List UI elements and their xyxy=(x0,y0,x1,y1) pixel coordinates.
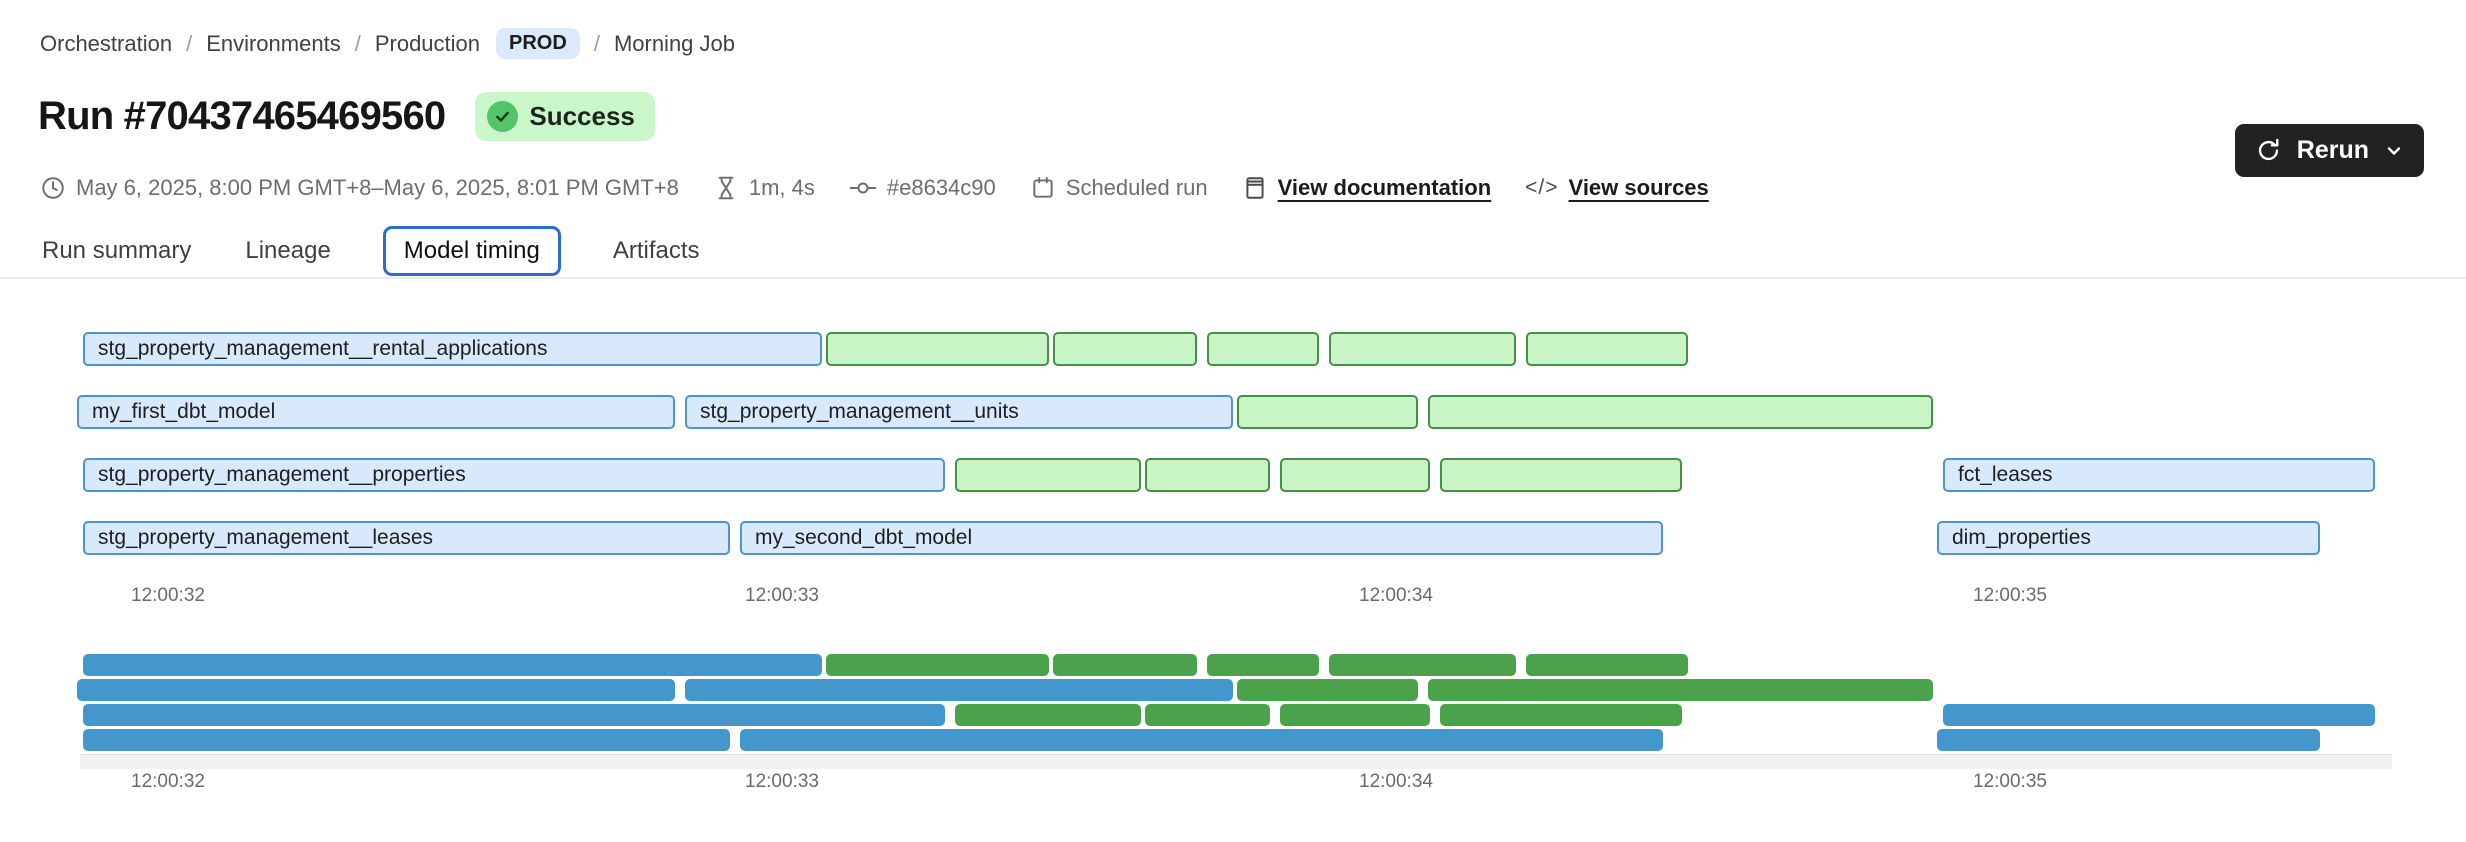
minimap-bar xyxy=(1053,654,1197,676)
chevron-down-icon[interactable] xyxy=(2384,141,2404,161)
minimap-bar xyxy=(685,679,1233,701)
axis-tick-label: 12:00:32 xyxy=(131,585,205,606)
gantt-bar-label: stg_property_management__properties xyxy=(98,463,466,486)
gantt-bar-stg_property_management__properties[interactable]: stg_property_management__properties xyxy=(83,458,945,492)
gantt-bar-dim_properties[interactable]: dim_properties xyxy=(1937,521,2320,555)
page-title: Run #70437465469560 xyxy=(38,94,446,138)
book-icon xyxy=(1242,175,1268,201)
breadcrumb-production[interactable]: Production xyxy=(374,30,481,56)
rerun-button[interactable]: Rerun xyxy=(2234,124,2424,177)
minimap-bar xyxy=(1937,729,2320,751)
breadcrumb-separator: / xyxy=(186,30,193,56)
title-row: Run #70437465469560 Success xyxy=(38,92,655,141)
gantt-bar-label: my_second_dbt_model xyxy=(755,526,973,549)
hourglass-icon xyxy=(713,175,739,201)
gantt-bar[interactable] xyxy=(1207,332,1319,366)
minimap-bar xyxy=(1329,654,1516,676)
refresh-icon xyxy=(2255,137,2282,164)
minimap-bar xyxy=(1526,654,1688,676)
view-sources-link[interactable]: </> View sources xyxy=(1525,175,1709,200)
minimap-bar xyxy=(1440,704,1682,726)
gantt-bar-label: stg_property_management__leases xyxy=(98,526,434,549)
minimap-bar xyxy=(1280,704,1430,726)
gantt-bar-fct_leases[interactable]: fct_leases xyxy=(1943,458,2375,492)
gantt-bar[interactable] xyxy=(1428,395,1933,429)
status-label: Success xyxy=(529,101,635,131)
gantt-bar-label: stg_property_management__rental_applicat… xyxy=(98,337,548,360)
gantt-bar-stg_property_management__rental_applications[interactable]: stg_property_management__rental_applicat… xyxy=(83,332,822,366)
tab-model-timing[interactable]: Model timing xyxy=(382,226,561,276)
breadcrumb: Orchestration / Environments / Productio… xyxy=(40,28,735,59)
minimap-bar xyxy=(1145,704,1270,726)
gantt-bar[interactable] xyxy=(1053,332,1197,366)
minimap-bar xyxy=(1428,679,1933,701)
axis-tick-label: 12:00:35 xyxy=(1973,771,2047,792)
breadcrumb-morning-job[interactable]: Morning Job xyxy=(613,30,736,56)
breadcrumb-separator: / xyxy=(354,30,361,56)
minimap-bar xyxy=(740,729,1663,751)
minimap-bar xyxy=(83,704,945,726)
minimap-bar xyxy=(826,654,1049,676)
code-icon: </> xyxy=(1525,176,1559,199)
clock-icon xyxy=(40,175,66,201)
run-tabs: Run summary Lineage Model timing Artifac… xyxy=(40,225,702,277)
axis-tick-label: 12:00:33 xyxy=(745,771,819,792)
tab-run-summary[interactable]: Run summary xyxy=(42,237,192,264)
axis-tick-label: 12:00:34 xyxy=(1359,771,1433,792)
axis-tick-label: 12:00:34 xyxy=(1359,585,1433,606)
minimap-bar xyxy=(1237,679,1418,701)
minimap-bar xyxy=(955,704,1141,726)
minimap-bar xyxy=(77,679,675,701)
gantt-bar[interactable] xyxy=(1280,458,1430,492)
gantt-bar[interactable] xyxy=(1329,332,1516,366)
gantt-bar-stg_property_management__units[interactable]: stg_property_management__units xyxy=(685,395,1233,429)
tab-artifacts[interactable]: Artifacts xyxy=(612,237,700,264)
check-icon xyxy=(487,101,519,132)
minimap-bar xyxy=(1207,654,1319,676)
axis-tick-label: 12:00:33 xyxy=(745,585,819,606)
gantt-bar[interactable] xyxy=(1145,458,1270,492)
gantt-bar-label: stg_property_management__units xyxy=(700,400,1019,423)
minimap-bar xyxy=(83,729,730,751)
gantt-bar[interactable] xyxy=(1440,458,1682,492)
breadcrumb-separator: / xyxy=(593,30,600,56)
axis-tick-label: 12:00:35 xyxy=(1973,585,2047,606)
gantt-bar-label: fct_leases xyxy=(1958,463,2053,486)
tabs-divider xyxy=(0,277,2466,279)
rerun-label: Rerun xyxy=(2296,136,2369,164)
breadcrumb-environments[interactable]: Environments xyxy=(206,30,341,56)
run-trigger: Scheduled run xyxy=(1030,175,1208,201)
minimap-scrollbar-track[interactable] xyxy=(80,754,2392,769)
gantt-bar-label: my_first_dbt_model xyxy=(92,400,276,423)
minimap-bar xyxy=(1943,704,2375,726)
minimap-bar xyxy=(83,654,822,676)
calendar-icon xyxy=(1030,175,1056,201)
breadcrumb-orchestration[interactable]: Orchestration xyxy=(40,30,173,56)
run-meta-row: May 6, 2025, 8:00 PM GMT+8–May 6, 2025, … xyxy=(40,175,1709,201)
gantt-bar-label: dim_properties xyxy=(1952,526,2091,549)
commit-icon xyxy=(849,175,877,201)
gantt-bar[interactable] xyxy=(1526,332,1688,366)
commit-hash: #e8634c90 xyxy=(849,175,996,201)
gantt-bar-my_second_dbt_model[interactable]: my_second_dbt_model xyxy=(740,521,1663,555)
gantt-bar[interactable] xyxy=(1237,395,1418,429)
status-badge: Success xyxy=(475,92,655,141)
run-duration: 1m, 4s xyxy=(713,175,815,201)
tab-lineage[interactable]: Lineage xyxy=(245,237,331,264)
gantt-bar[interactable] xyxy=(955,458,1141,492)
run-time-range: May 6, 2025, 8:00 PM GMT+8–May 6, 2025, … xyxy=(40,175,679,201)
gantt-bar-my_first_dbt_model[interactable]: my_first_dbt_model xyxy=(77,395,675,429)
gantt-bar-stg_property_management__leases[interactable]: stg_property_management__leases xyxy=(83,521,730,555)
gantt-bar[interactable] xyxy=(826,332,1049,366)
view-documentation-link[interactable]: View documentation xyxy=(1242,175,1491,201)
axis-tick-label: 12:00:32 xyxy=(131,771,205,792)
environment-badge: PROD xyxy=(496,28,580,59)
